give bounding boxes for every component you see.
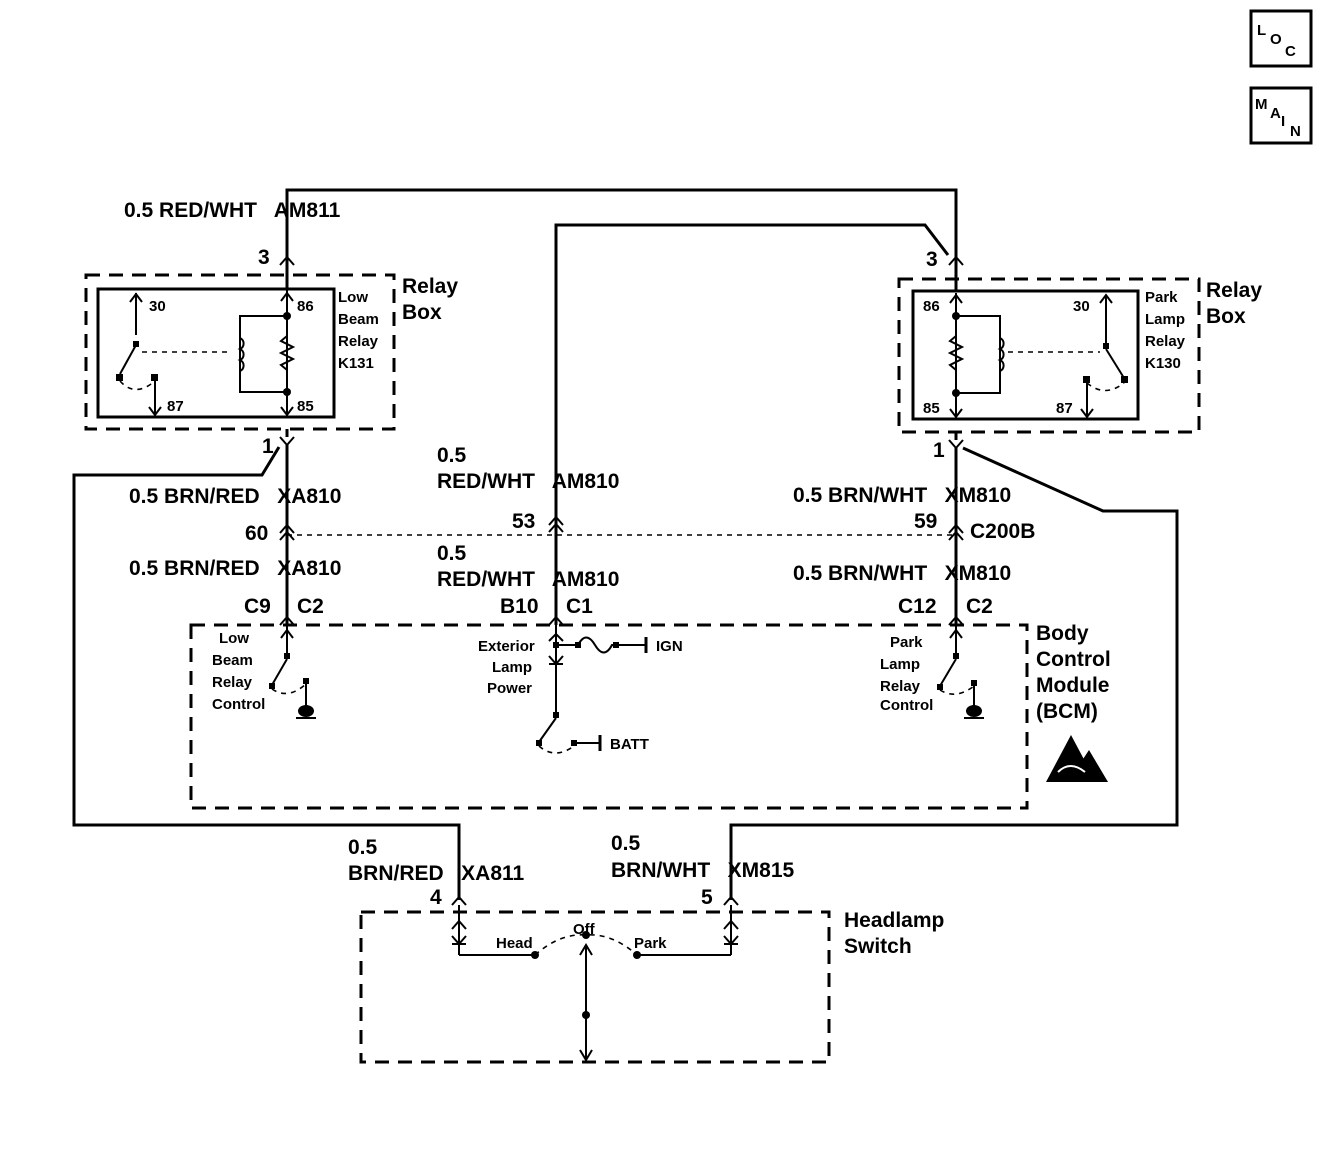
bcm-ign-label: IGN bbox=[656, 638, 683, 655]
wire-label-xm810-lower: 0.5 BRN/WHT XM810 bbox=[793, 562, 1011, 585]
main-icon[interactable]: M A I N bbox=[1249, 86, 1313, 145]
esd-warning-icon bbox=[1046, 735, 1108, 782]
right-relay-terminal-87: 87 bbox=[1056, 400, 1073, 417]
left-relay-terminal-85: 85 bbox=[297, 398, 314, 415]
headlamp-switch-label-1: Headlamp bbox=[844, 909, 944, 932]
bcm-park-lamp-label-4: Control bbox=[880, 697, 933, 714]
pin-bcm-c12: C12 bbox=[898, 595, 937, 618]
wire-label-xm815-gauge: 0.5 bbox=[611, 832, 641, 855]
switch-position-park: Park bbox=[634, 935, 667, 952]
c200b-terminals bbox=[279, 515, 964, 541]
svg-text:1: 1 bbox=[262, 435, 274, 458]
wire-label-xa811-gauge: 0.5 bbox=[348, 836, 378, 859]
wire-label-am811: 0.5 RED/WHT AM811 bbox=[124, 199, 341, 222]
relay-box-left-label-1: Relay bbox=[402, 275, 458, 298]
left-relay-name-2: Beam bbox=[338, 311, 379, 328]
pin-c200b-59: 59 bbox=[914, 510, 937, 533]
left-relay-name-1: Low bbox=[338, 289, 368, 306]
pin-bcm-c2-right: C2 bbox=[966, 595, 993, 618]
wire-xm815 bbox=[729, 446, 1179, 900]
switch-position-off: Off bbox=[573, 921, 596, 938]
right-relay-terminal-30: 30 bbox=[1073, 298, 1090, 315]
wire-label-xm810-upper: 0.5 BRN/WHT XM810 bbox=[793, 484, 1011, 507]
pin-switch-5: 5 bbox=[701, 886, 713, 909]
pin-c200b-53: 53 bbox=[512, 510, 535, 533]
right-relay-name-4: K130 bbox=[1145, 355, 1181, 372]
svg-text:1: 1 bbox=[933, 439, 945, 462]
pin-bcm-c9: C9 bbox=[244, 595, 271, 618]
bcm-low-beam-label-3: Relay bbox=[212, 674, 253, 691]
relay-box-right-label-2: Box bbox=[1206, 305, 1246, 328]
left-relay-name-4: K131 bbox=[338, 355, 374, 372]
connector-c200b-label: C200B bbox=[970, 520, 1035, 543]
left-relay-terminal-86: 86 bbox=[297, 298, 314, 315]
relay-box-left: 3 30 86 87 85 Low Beam Relay K131 bbox=[84, 246, 396, 431]
pin-bcm-c2-left: C2 bbox=[297, 595, 324, 618]
pin-switch-4: 4 bbox=[430, 886, 442, 909]
relay-box-left-label-2: Box bbox=[402, 301, 442, 324]
pin-right-relay-3: 3 bbox=[926, 248, 938, 271]
pin-c200b-60: 60 bbox=[245, 522, 268, 545]
headlamp-switch bbox=[359, 895, 831, 1064]
ground-icon bbox=[964, 705, 984, 719]
left-relay-terminal-30: 30 bbox=[149, 298, 166, 315]
bcm-park-lamp-label-2: Lamp bbox=[880, 656, 920, 673]
loc-letter-l: L bbox=[1257, 22, 1266, 39]
right-relay-name-1: Park bbox=[1145, 289, 1178, 306]
right-relay-name-3: Relay bbox=[1145, 333, 1186, 350]
connector-left-relay-1: 1 bbox=[262, 429, 295, 458]
loc-letter-c: C bbox=[1285, 43, 1296, 60]
left-relay-name-3: Relay bbox=[338, 333, 379, 350]
bcm-label-2: Control bbox=[1036, 648, 1111, 671]
wire-label-xm815: BRN/WHT XM815 bbox=[611, 859, 795, 882]
pin-bcm-b10: B10 bbox=[500, 595, 539, 618]
bcm-label-3: Module bbox=[1036, 674, 1110, 697]
wire-label-xa811: BRN/RED XA811 bbox=[348, 862, 525, 885]
headlamp-switch-label-2: Switch bbox=[844, 935, 912, 958]
main-letter-i: I bbox=[1281, 113, 1285, 130]
bcm-park-lamp-label-3: Relay bbox=[880, 678, 921, 695]
pin-bcm-c1: C1 bbox=[566, 595, 593, 618]
bcm-ext-lamp-label-3: Power bbox=[487, 680, 532, 697]
switch-position-head: Head bbox=[496, 935, 533, 952]
wire-label-xa810-lower: 0.5 BRN/RED XA810 bbox=[129, 557, 341, 580]
right-relay-terminal-86: 86 bbox=[923, 298, 940, 315]
left-relay-terminal-87: 87 bbox=[167, 398, 184, 415]
loc-icon[interactable]: L O C bbox=[1249, 9, 1313, 68]
relay-box-right-label-1: Relay bbox=[1206, 279, 1262, 302]
wire-label-xa810-upper: 0.5 BRN/RED XA810 bbox=[129, 485, 341, 508]
main-letter-n: N bbox=[1290, 123, 1301, 140]
connector-right-relay-1: 1 bbox=[933, 432, 964, 462]
relay-box-right: 3 86 30 85 87 Park Lamp Relay K130 bbox=[897, 248, 1201, 434]
wire-label-am810-upper-gauge: 0.5 bbox=[437, 444, 467, 467]
wire-label-am810-lower: RED/WHT AM810 bbox=[437, 568, 619, 591]
wire-xa811 bbox=[72, 446, 461, 900]
pin-left-relay-3: 3 bbox=[258, 246, 270, 269]
bcm-low-beam-label-1: Low bbox=[219, 630, 249, 647]
loc-letter-o: O bbox=[1270, 31, 1282, 48]
wire-am811 bbox=[285, 188, 958, 265]
right-relay-name-2: Lamp bbox=[1145, 311, 1185, 328]
wire-label-am810-upper: RED/WHT AM810 bbox=[437, 470, 619, 493]
bcm-label-4: (BCM) bbox=[1036, 700, 1098, 723]
wire-label-am810-lower-gauge: 0.5 bbox=[437, 542, 467, 565]
wire-am810-upper bbox=[554, 223, 950, 525]
ground-icon bbox=[296, 705, 316, 719]
bcm-ext-lamp-label-1: Exterior bbox=[478, 638, 535, 655]
bcm-label-1: Body bbox=[1036, 622, 1089, 645]
bcm-batt-label: BATT bbox=[610, 736, 649, 753]
main-letter-m: M bbox=[1255, 96, 1268, 113]
body-control-module bbox=[189, 615, 1108, 810]
right-relay-terminal-85: 85 bbox=[923, 400, 940, 417]
bcm-low-beam-label-4: Control bbox=[212, 696, 265, 713]
main-letter-a: A bbox=[1270, 105, 1281, 122]
bcm-low-beam-label-2: Beam bbox=[212, 652, 253, 669]
bcm-park-lamp-label-1: Park bbox=[890, 634, 923, 651]
bcm-ext-lamp-label-2: Lamp bbox=[492, 659, 532, 676]
